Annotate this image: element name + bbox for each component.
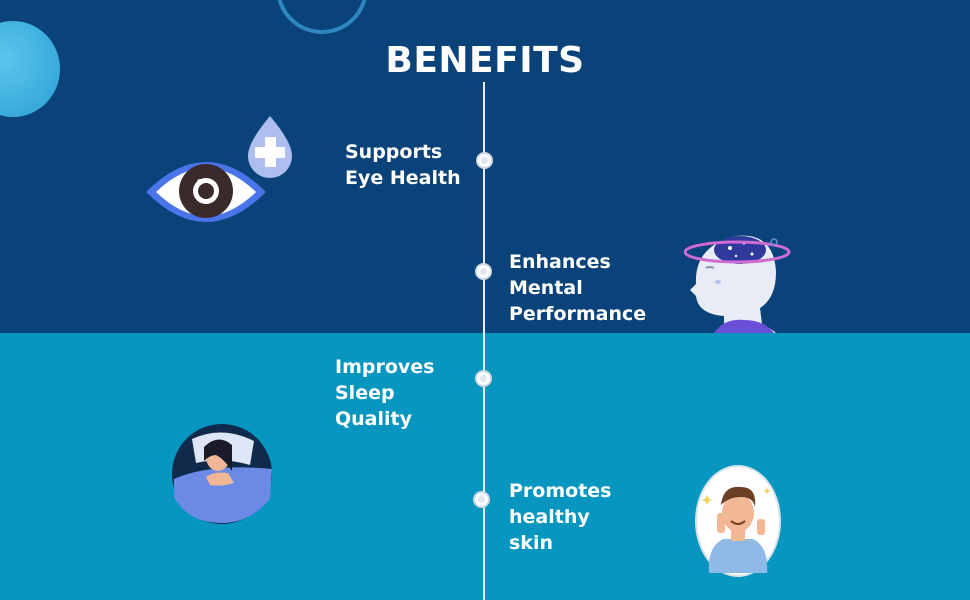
timeline-line (483, 82, 485, 600)
sleeping-woman-icon (172, 424, 272, 524)
timeline-node-eye (476, 152, 493, 169)
benefit-label-sleep-quality: Improves Sleep Quality (335, 356, 435, 430)
benefit-label-healthy-skin: Promotes healthy skin (509, 480, 612, 554)
benefit-label-mental-performance: Enhances Mental Performance (509, 251, 647, 325)
page-title: BENEFITS (385, 40, 585, 81)
timeline-node-skin (473, 491, 490, 508)
benefit-label-eye-health: Supports Eye Health (345, 141, 461, 189)
timeline-node-mental (475, 263, 492, 280)
brain-head-icon (684, 235, 791, 333)
eye-drop-icon (146, 116, 292, 222)
smiling-man-icon (695, 465, 781, 577)
timeline-node-sleep (475, 370, 492, 387)
